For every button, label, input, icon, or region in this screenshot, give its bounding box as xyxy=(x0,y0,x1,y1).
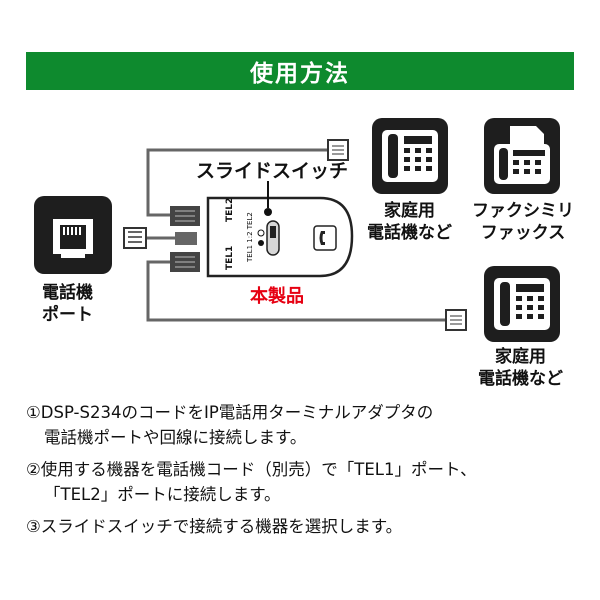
telephone-icon xyxy=(372,118,448,194)
modular-plug-bottom-end xyxy=(445,309,467,331)
fax-icon xyxy=(484,118,560,194)
section-title-banner: 使用方法 xyxy=(26,52,574,90)
home-phone-label-top: 家庭用 電話機など xyxy=(367,201,452,243)
section-title: 使用方法 xyxy=(250,61,350,87)
telephone-icon xyxy=(484,266,560,342)
modular-plug-left xyxy=(123,227,147,249)
modular-plug-center xyxy=(175,232,197,245)
cable-top xyxy=(146,148,330,217)
device-label-tel2: TEL2 xyxy=(225,198,235,222)
step-2: ②使用する機器を電話機コード（別売）で「TEL1」ポート、 「TEL2」ポートに… xyxy=(26,460,477,504)
modular-plug-tel2 xyxy=(170,206,200,226)
phone-badge xyxy=(313,225,337,251)
modular-plug-tel1 xyxy=(170,252,200,272)
modular-plug-top-end xyxy=(327,139,349,161)
step-3: ③スライドスイッチで接続する機器を選択します。 xyxy=(26,517,403,536)
phone-port-label: 電話機 ポート xyxy=(42,283,93,325)
slide-switch-label: スライドスイッチ xyxy=(196,160,349,182)
modular-jack-icon xyxy=(34,196,112,274)
switch-marks: TEL1 1:2 TEL2 xyxy=(246,212,254,263)
cable-bottom xyxy=(146,260,448,322)
instruction-steps: ①DSP-S234のコードをIP電話用ターミナルアダプタの 電話機ポートや回線に… xyxy=(26,400,586,546)
product-device: TEL2 TEL1 TEL1 1:2 TEL2 xyxy=(206,196,354,278)
product-label: 本製品 xyxy=(250,286,304,307)
step-1: ①DSP-S234のコードをIP電話用ターミナルアダプタの 電話機ポートや回線に… xyxy=(26,403,434,447)
connection-diagram: TEL2 TEL1 TEL1 1:2 TEL2 xyxy=(34,118,560,342)
home-phone-label-bottom: 家庭用 電話機など xyxy=(478,347,563,389)
device-label-tel1: TEL1 xyxy=(225,246,235,270)
fax-label: ファクシミリ ファックス xyxy=(472,201,574,243)
